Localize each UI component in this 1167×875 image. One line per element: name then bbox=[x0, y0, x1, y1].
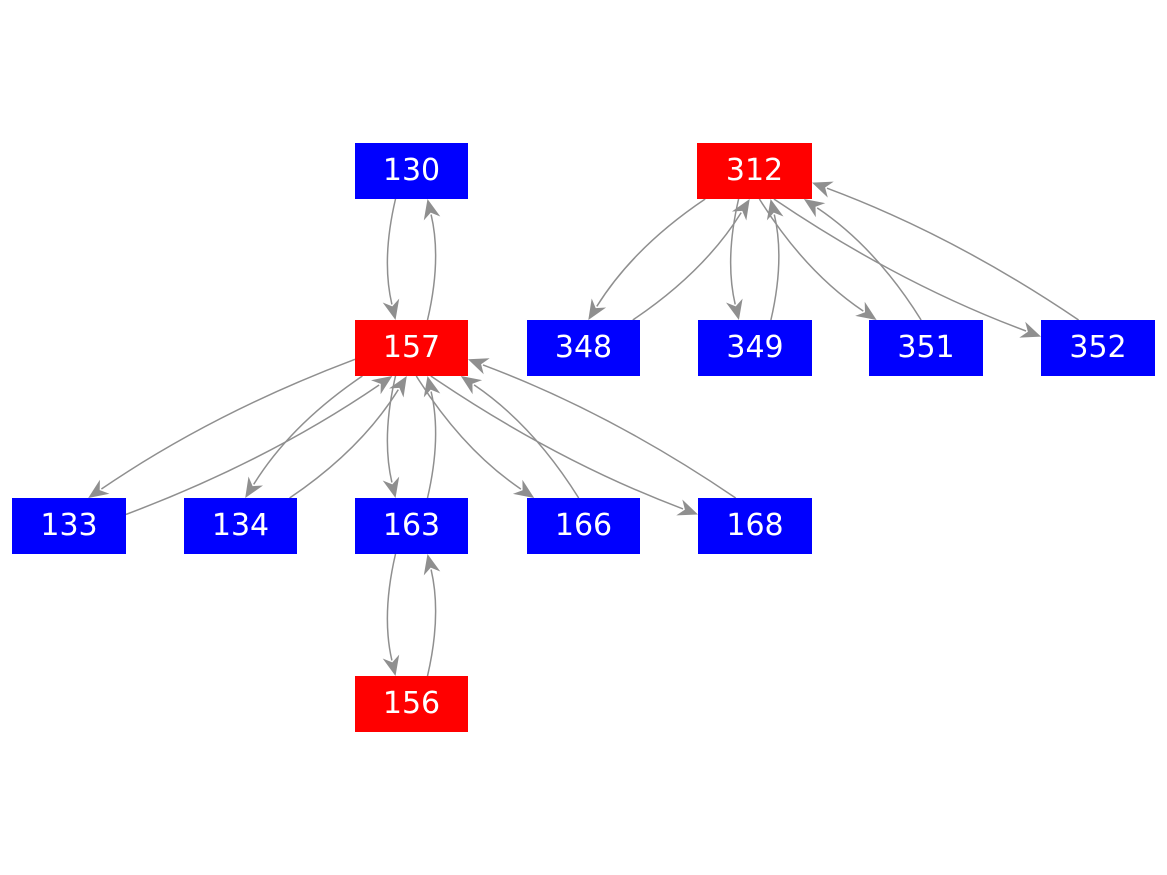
graph-node-166: 166 bbox=[527, 498, 640, 554]
arrowhead-312-352 bbox=[1019, 321, 1041, 338]
graph-node-352: 352 bbox=[1041, 320, 1155, 376]
arrowhead-157-134 bbox=[245, 476, 263, 498]
arrowhead-312-349 bbox=[726, 298, 743, 320]
graph-node-163: 163 bbox=[355, 498, 468, 554]
edge-163-156 bbox=[386, 553, 397, 661]
edge-312-352 bbox=[773, 198, 1027, 332]
edge-133-157 bbox=[125, 384, 380, 516]
edge-157-130 bbox=[426, 214, 437, 321]
arrowhead-166-157 bbox=[460, 376, 483, 395]
arrowhead-157-166 bbox=[512, 479, 535, 498]
graph-node-156: 156 bbox=[355, 676, 468, 732]
graph-node-130: 130 bbox=[355, 143, 468, 199]
edge-134-157 bbox=[289, 389, 399, 499]
arrowhead-156-163 bbox=[423, 554, 441, 576]
edge-157-166 bbox=[415, 375, 522, 490]
arrowhead-348-312 bbox=[731, 199, 750, 221]
edge-156-163 bbox=[426, 569, 437, 677]
arrowhead-157-130 bbox=[423, 199, 441, 221]
arrowhead-352-312 bbox=[812, 181, 834, 198]
graph-node-351: 351 bbox=[869, 320, 983, 376]
arrowhead-133-157 bbox=[371, 376, 393, 395]
edge-352-312 bbox=[826, 187, 1080, 321]
edge-349-312 bbox=[770, 214, 780, 321]
arrowhead-130-157 bbox=[382, 298, 400, 320]
arrowhead-157-168 bbox=[676, 499, 698, 516]
arrowhead-157-133 bbox=[88, 479, 110, 498]
arrowhead-312-351 bbox=[855, 301, 877, 320]
arrowhead-349-312 bbox=[766, 199, 784, 221]
edge-351-312 bbox=[816, 207, 922, 321]
arrowhead-351-312 bbox=[803, 199, 826, 218]
graph-node-348: 348 bbox=[527, 320, 640, 376]
edge-157-163 bbox=[386, 375, 397, 483]
graph-node-168: 168 bbox=[698, 498, 812, 554]
edge-168-157 bbox=[482, 364, 737, 499]
edge-157-133 bbox=[100, 358, 356, 490]
graph-node-157: 157 bbox=[355, 320, 468, 376]
arrowhead-134-157 bbox=[389, 376, 407, 398]
arrowhead-312-348 bbox=[588, 298, 607, 320]
edge-163-157 bbox=[426, 391, 437, 499]
arrowhead-157-163 bbox=[382, 476, 400, 498]
edge-157-134 bbox=[253, 375, 363, 485]
edge-312-351 bbox=[758, 198, 864, 312]
edge-348-312 bbox=[632, 212, 742, 321]
graph-node-133: 133 bbox=[12, 498, 126, 554]
arrowhead-163-157 bbox=[423, 376, 441, 398]
graph-node-312: 312 bbox=[697, 143, 812, 199]
edge-166-157 bbox=[473, 384, 580, 499]
edge-157-168 bbox=[430, 375, 684, 510]
edge-312-348 bbox=[596, 198, 706, 307]
arrowhead-168-157 bbox=[468, 358, 490, 375]
graph-node-134: 134 bbox=[184, 498, 297, 554]
arrowhead-163-156 bbox=[382, 654, 400, 676]
edge-312-349 bbox=[729, 198, 740, 305]
graph-node-349: 349 bbox=[698, 320, 812, 376]
edge-130-157 bbox=[386, 198, 397, 305]
